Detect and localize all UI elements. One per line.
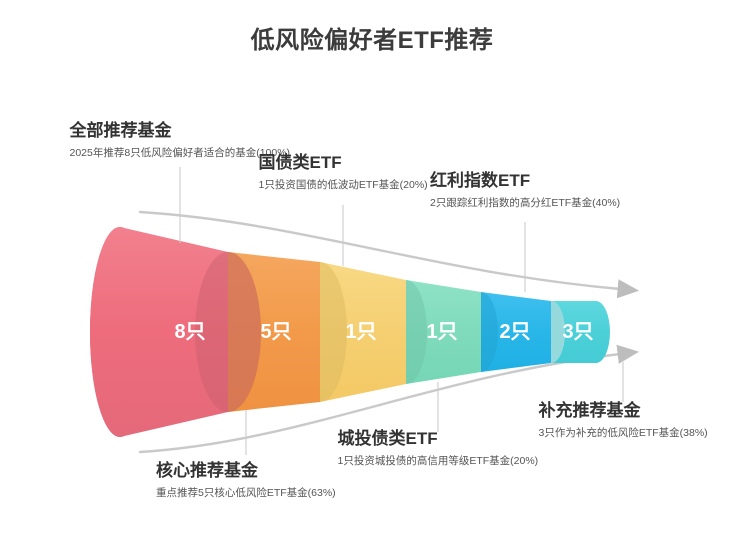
stage-desc-3: 1只投资国债的低波动ETF基金(20%) bbox=[258, 179, 428, 192]
funnel-guide-arrows bbox=[138, 210, 640, 454]
stage-title-2: 核心推荐基金 bbox=[156, 461, 258, 480]
stage-callout-2[interactable]: 核心推荐基金 重点推荐5只核心低风险ETF基金(63%) bbox=[156, 460, 336, 501]
funnel-segment-1[interactable] bbox=[90, 227, 261, 437]
stage-callout-4[interactable]: 城投债类ETF 1只投资城投债的高信用等级ETF基金(20%) bbox=[338, 428, 539, 469]
stage-title-3: 国债类ETF bbox=[258, 153, 342, 172]
stage-title-5: 红利指数ETF bbox=[430, 171, 531, 190]
stage-desc-6: 3只作为补充的低风险ETF基金(38%) bbox=[538, 427, 708, 440]
page-title: 低风险偏好者ETF推荐 bbox=[250, 27, 494, 54]
funnel-value-6: 3只 bbox=[562, 321, 593, 343]
funnel-value-labels: 8只 5只 1只 1只 2只 3只 bbox=[174, 321, 593, 343]
stage-callout-5[interactable]: 红利指数ETF 2只跟踪红利指数的高分红ETF基金(40%) bbox=[430, 170, 620, 211]
stage-desc-4: 1只投资城投债的高信用等级ETF基金(20%) bbox=[337, 455, 539, 468]
stage-desc-1: 2025年推荐8只低风险偏好者适合的基金(100%) bbox=[69, 147, 291, 160]
stage-callout-3[interactable]: 国债类ETF 1只投资国债的低波动ETF基金(20%) bbox=[259, 152, 428, 193]
funnel-value-5: 2只 bbox=[499, 321, 530, 343]
stage-title-4: 城投债类ETF bbox=[337, 429, 438, 448]
funnel-value-4: 1只 bbox=[426, 321, 457, 343]
funnel-value-3: 1只 bbox=[345, 321, 376, 343]
funnel-value-2: 5只 bbox=[260, 321, 291, 343]
stage-title-1: 全部推荐基金 bbox=[69, 121, 172, 140]
stage-desc-5: 2只跟踪红利指数的高分红ETF基金(40%) bbox=[430, 197, 621, 210]
funnel-value-1: 8只 bbox=[174, 321, 205, 343]
funnel-connectors bbox=[179, 167, 624, 455]
stage-callout-6[interactable]: 补充推荐基金 3只作为补充的低风险ETF基金(38%) bbox=[539, 400, 708, 441]
stage-desc-2: 重点推荐5只核心低风险ETF基金(63%) bbox=[156, 487, 336, 500]
funnel-body bbox=[90, 227, 610, 437]
stage-title-6: 补充推荐基金 bbox=[538, 401, 641, 420]
guide-arrow-bottom bbox=[138, 344, 640, 454]
stage-callout-1[interactable]: 全部推荐基金 2025年推荐8只低风险偏好者适合的基金(100%) bbox=[70, 120, 291, 161]
guide-arrow-top bbox=[138, 210, 640, 299]
